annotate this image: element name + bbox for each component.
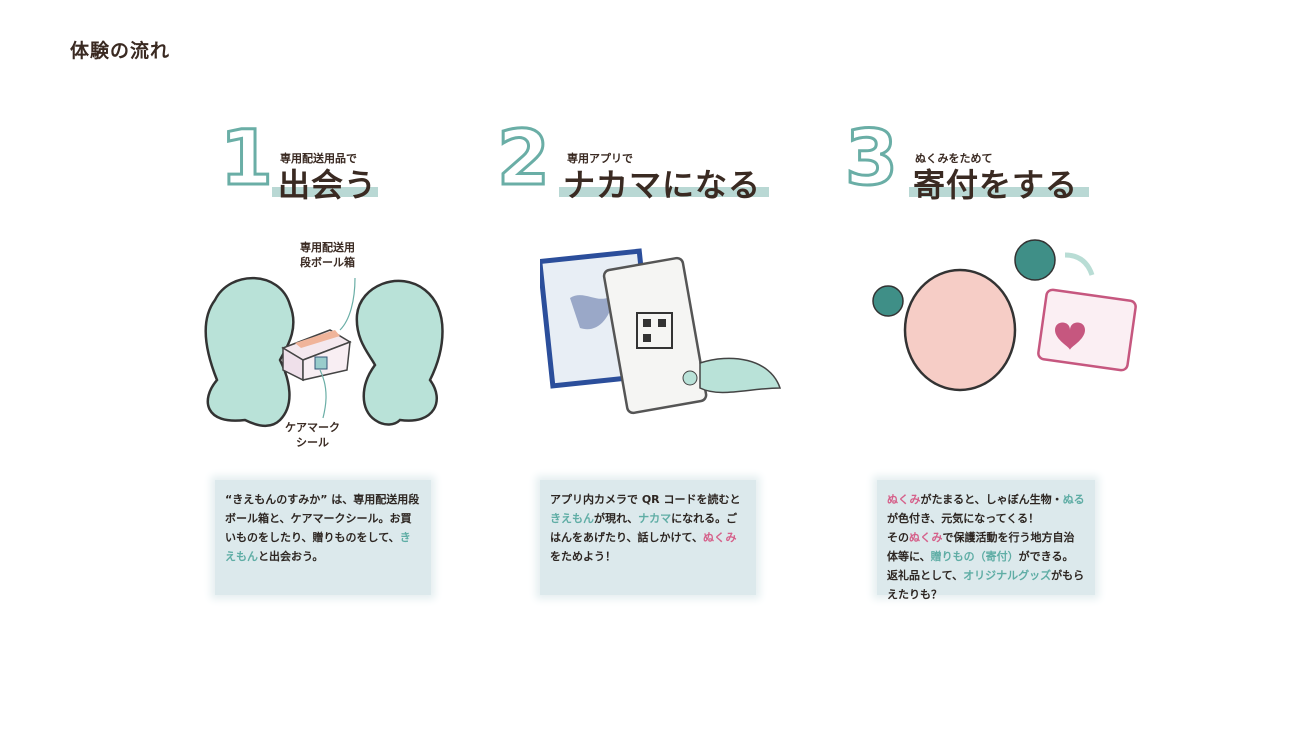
sticker-label: ケアマーク シール	[285, 421, 340, 449]
description-text: が現れ、	[594, 512, 639, 525]
smartphone	[602, 256, 708, 415]
step-subtitle: ぬくみをためて	[915, 152, 993, 165]
title-underline	[909, 187, 1089, 197]
step-title: 出会う	[278, 166, 378, 204]
step-1-description: “きえもんのすみか” は、専用配送用段ボール箱と、ケアマークシール。お買いものを…	[215, 480, 431, 595]
step-2-heading: 2 専用アプリで ナカマになる	[496, 118, 797, 208]
bubble-heart-icon	[1014, 239, 1056, 281]
cardboard-box	[281, 329, 352, 382]
highlight-text: オリジナルグッズ	[963, 569, 1052, 582]
description-text: になれる。ごはんをあげたり、話しかけて、	[550, 512, 738, 544]
description-text: その	[887, 531, 909, 544]
step-subtitle: 専用配送用品で	[280, 152, 357, 165]
step-title: ナカマになる	[563, 166, 762, 204]
step-3-heading: 3 ぬくみをためて 寄付をする	[844, 118, 1105, 208]
description-text: をためよう！	[550, 550, 616, 563]
step-number: 2	[496, 113, 552, 202]
kiemon-left	[204, 276, 295, 427]
highlight-text: きえもん	[225, 531, 411, 563]
qr-code-icon	[636, 312, 673, 349]
page-title: 体験の流れ	[70, 40, 171, 62]
highlight-text: ぬくみ	[887, 493, 921, 506]
description-text: ができる。	[1018, 550, 1074, 563]
highlight-text: きえもん	[550, 512, 594, 525]
step-3-description: ぬくみがたまると、しゃぼん生物・ぬるが色付き、元気になってくる！そのぬくみで保護…	[877, 480, 1095, 601]
step-title: 寄付をする	[913, 166, 1079, 204]
highlight-text: ナカマ	[638, 512, 672, 525]
nuru-creature	[903, 268, 1017, 392]
step-1-heading: 1 専用配送用品で 出会う	[219, 118, 420, 208]
arrow-icon	[1064, 252, 1095, 276]
box-label: 専用配送用 段ボール箱	[300, 241, 355, 269]
description-text: がもらえたりも？	[887, 569, 1085, 601]
title-underline	[559, 187, 769, 197]
step-2-description: アプリ内カメラで QR コードを読むときえもんが現れ、ナカマになれる。ごはんをあ…	[540, 480, 756, 595]
step-subtitle: 専用アプリで	[567, 152, 633, 165]
illustration-meeting-box	[204, 276, 444, 427]
illustration-app-scan	[540, 248, 782, 415]
highlight-text: ぬくみ	[703, 531, 737, 544]
description-text: で保護活動を行う地方自治体等に、	[887, 531, 1075, 563]
highlight-text: ぬくみ	[909, 531, 943, 544]
kiemon-right	[355, 279, 444, 426]
description-text: と出会おう。	[258, 550, 324, 563]
step-number: 3	[844, 113, 900, 202]
description-text: アプリ内カメラで QR コードを読むと	[550, 493, 741, 506]
bubble-heart-icon	[872, 285, 904, 317]
step-number: 1	[219, 113, 275, 202]
gift-card-icon	[1037, 288, 1137, 372]
title-underline	[272, 187, 378, 197]
description-text: がたまると、しゃぼん生物・	[920, 493, 1063, 506]
illustration-donation	[872, 239, 1137, 392]
description-text: が色付き、元気になってくる！	[887, 512, 1040, 525]
highlight-text: 贈りもの（寄付）	[930, 550, 1019, 563]
description-text: 返礼品として、	[887, 569, 964, 582]
description-text: “きえもんのすみか” は、専用配送用段ボール箱と、ケアマークシール。お買いものを…	[225, 493, 420, 544]
kiemon-hand	[699, 357, 782, 394]
highlight-text: ぬる	[1062, 493, 1085, 506]
